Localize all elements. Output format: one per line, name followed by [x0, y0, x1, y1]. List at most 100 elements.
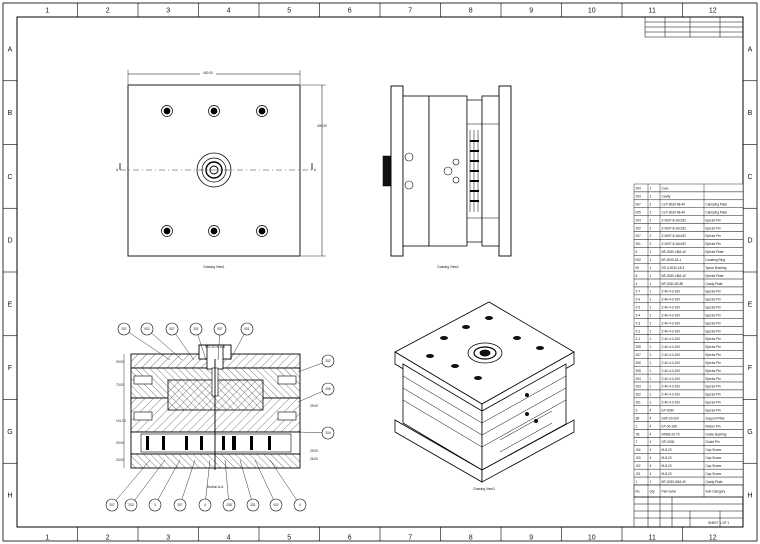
zone-row-label: E — [748, 301, 753, 308]
bom-cell: 203 — [636, 385, 642, 389]
sheet-text: SHEET 1 OF 1 — [708, 521, 729, 525]
bom-cell: Guide Pin — [706, 440, 720, 444]
bom-cell: SSP-20-200 — [662, 416, 680, 420]
bom-cell: EP-3030 — [662, 409, 675, 413]
bom-cell: Ejector Plate — [706, 274, 724, 278]
bom-cell: 4 — [650, 464, 652, 468]
bom-cell: 4 — [636, 282, 638, 286]
bom-cell: Ejector Pin — [706, 385, 722, 389]
bom-cell: 1 — [650, 250, 652, 254]
bom-cell: 204 — [636, 218, 642, 222]
bom-cell: Cap Screw — [706, 472, 722, 476]
bom-cell: 1 — [650, 353, 652, 357]
side-screws — [404, 152, 460, 190]
bom-cell: 201 — [636, 401, 642, 405]
zone-ticks — [3, 3, 757, 541]
balloon: 207 — [105, 459, 151, 512]
bom-cell: -B2 — [636, 464, 641, 468]
bom-cell: Sprue Bushing — [706, 266, 727, 270]
bom-cell: BP-3030-80-80 — [662, 282, 684, 286]
bom-cell: 1 — [650, 298, 652, 302]
bom-cell: 1 — [650, 401, 652, 405]
bom-cell: 1 — [650, 393, 652, 397]
zone-col-label: 1 — [45, 8, 49, 15]
bom-cell: 1 — [650, 282, 652, 286]
balloon-label: 207 — [109, 503, 115, 507]
bom-cell: 202 — [636, 226, 642, 230]
bom-cell: 2 — [650, 210, 652, 214]
bom-cell: 2 — [636, 424, 638, 428]
zone-row-label: D — [7, 238, 12, 245]
bom-cell: 207 — [636, 234, 642, 238]
balloon-label: 204 — [325, 431, 331, 435]
bom-cell: 4 — [650, 448, 652, 452]
front-view-label: Drawing View1 — [203, 265, 224, 269]
bom-cell: 4 — [650, 472, 652, 476]
bom-cell: 3 — [636, 409, 638, 413]
balloon-label: 202 — [325, 359, 331, 363]
bom-cell: Cavity Plate — [706, 282, 723, 286]
zone-col-label: 10 — [588, 535, 596, 542]
bom-cell: Ejector Pin — [706, 234, 722, 238]
bom-cell: Ejector Pin — [706, 361, 722, 365]
bom-cell: 2-2 — [636, 329, 641, 333]
zone-row-label: C — [747, 174, 752, 181]
bom-cell: Core — [662, 187, 669, 191]
zone-col-label: 8 — [469, 8, 473, 15]
zone-col-label: 5 — [287, 8, 291, 15]
bom-cell: Z-40-4.0-100 — [662, 361, 681, 365]
zone-row-label: H — [7, 493, 12, 500]
bom-cell: Ejector Pin — [706, 298, 722, 302]
balloon-label: 3 — [154, 503, 156, 507]
bom-cell: 1 — [650, 377, 652, 381]
bom-cell: 8 — [636, 274, 638, 278]
bom-cell: Ejector Pin — [706, 409, 722, 413]
bom-cell: Ejector Pin — [706, 226, 722, 230]
bom-cell: 205 — [636, 369, 642, 373]
bom-cell: Z-40-4.0-100 — [662, 377, 681, 381]
zone-row-label: D — [747, 238, 752, 245]
bom-cell: Z-3097-8-16x152 — [662, 234, 687, 238]
bom-cell: 206 — [636, 361, 642, 365]
bom-cell: 2 — [650, 218, 652, 222]
bom-cell: 2-3 — [636, 321, 641, 325]
balloon-label: 207 — [177, 503, 183, 507]
zone-row-label: A — [8, 46, 13, 53]
bom-cell: 1 — [650, 266, 652, 270]
balloon: 4 — [269, 459, 307, 512]
balloon-label: 002 — [144, 327, 150, 331]
front-view: 400.00 400.00 A A Drawing View1 — [116, 69, 327, 269]
balloon-label: 007 — [217, 327, 223, 331]
balloon-label: 201 — [193, 327, 199, 331]
sec-dim-1: 29.00 — [116, 360, 124, 364]
bom-cell: 2 — [650, 242, 652, 246]
bom-cell: M-8-20 — [662, 472, 672, 476]
bom-cell: CLP-3030-08-40 — [662, 203, 686, 207]
balloon: 201 — [117, 322, 171, 361]
bom-cell: EP-30-185 — [662, 424, 677, 428]
bom-cell: -B3 — [636, 456, 641, 460]
zone-col-label: 4 — [227, 8, 231, 15]
bom-cell: 7 — [636, 440, 638, 444]
bom-cell: 1 — [650, 258, 652, 262]
bom-cell: 4 — [650, 456, 652, 460]
bom-cell: 1 — [650, 369, 652, 373]
bom-cell: Ejector Pin — [706, 321, 722, 325]
